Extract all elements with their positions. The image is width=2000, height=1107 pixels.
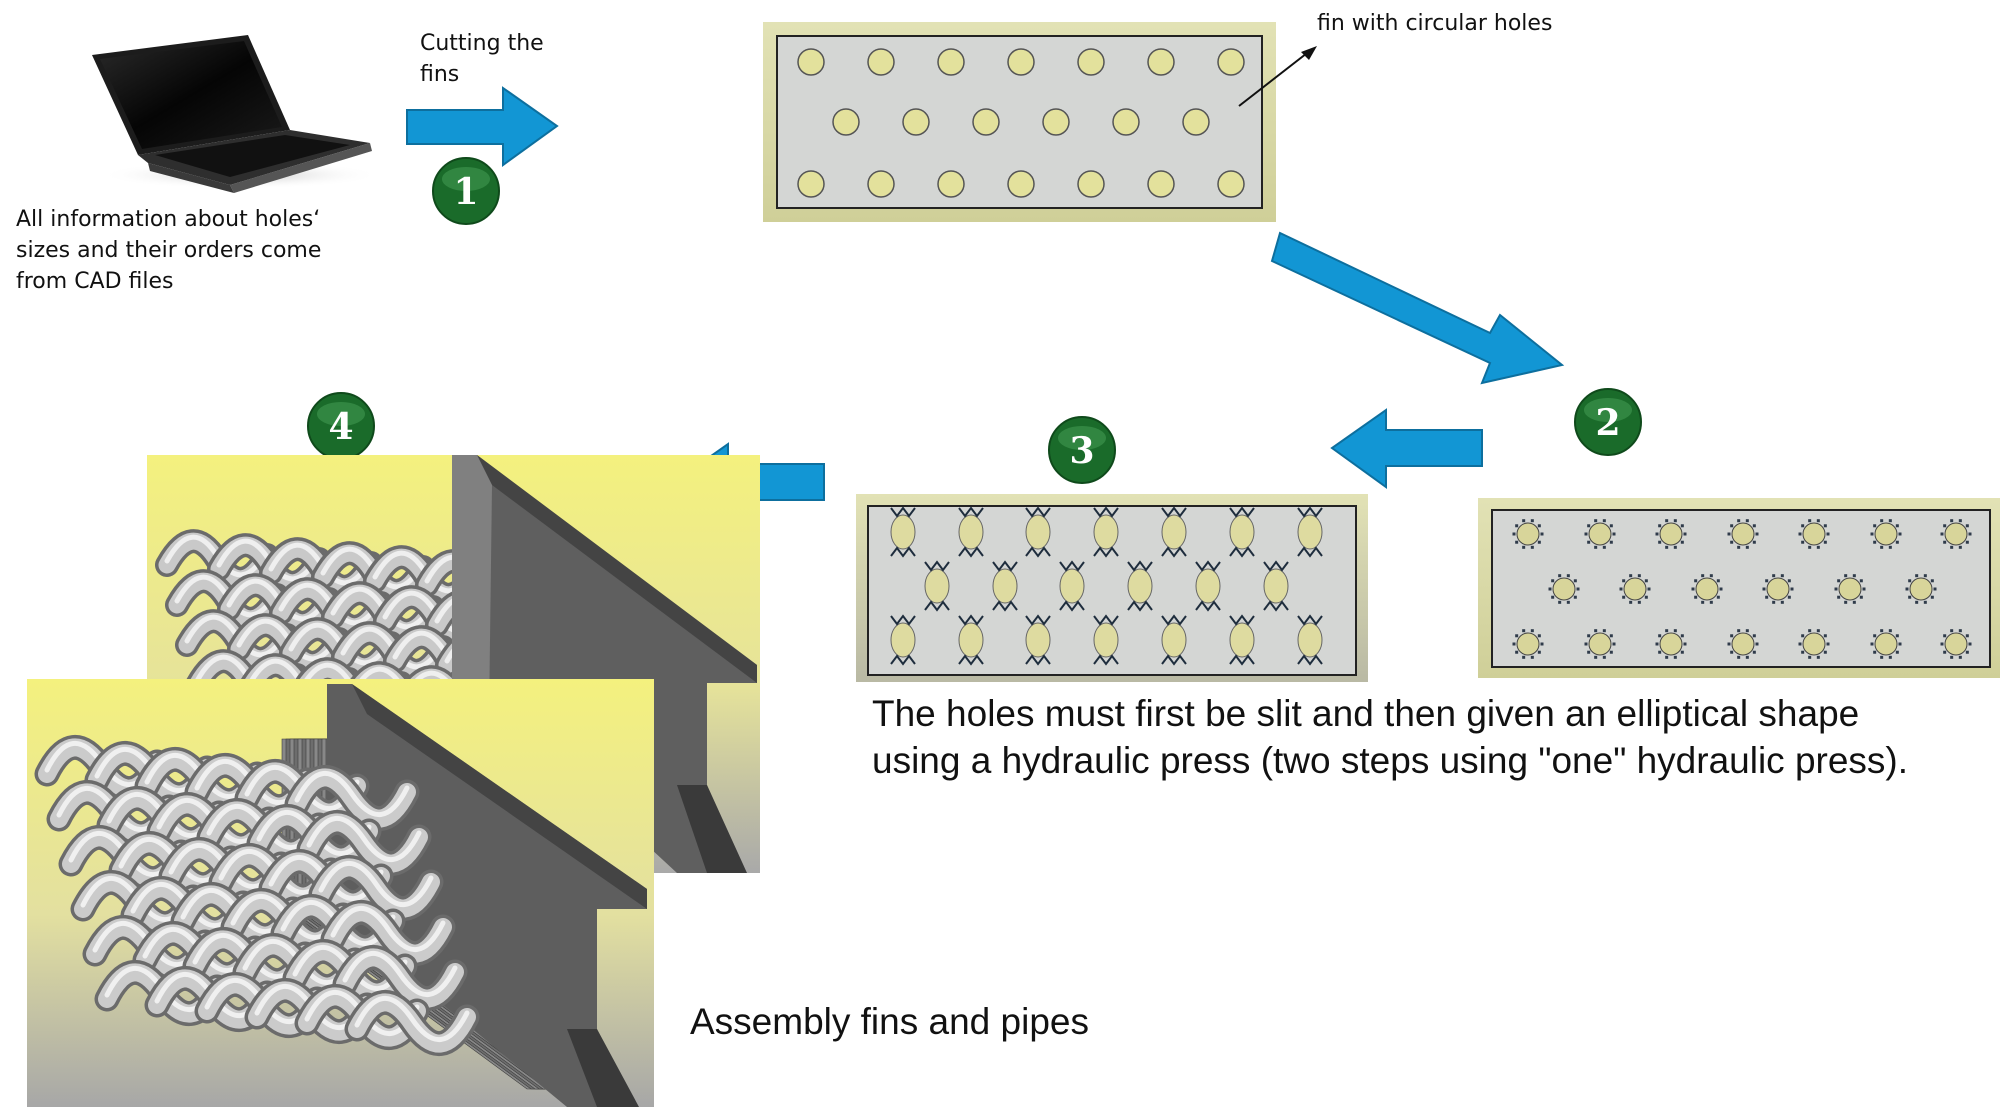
- elliptical-hole: [924, 560, 950, 612]
- elliptical-hole: [1059, 560, 1085, 612]
- hole: [937, 170, 965, 198]
- elliptical-hole: [890, 614, 916, 666]
- hole: [1007, 170, 1035, 198]
- press-caption-line: The holes must first be slit and then gi…: [872, 693, 1860, 734]
- arrow-right-icon: [406, 86, 559, 167]
- badge-number: 2: [1595, 402, 1620, 444]
- pointer-arrow-icon: [1238, 46, 1317, 107]
- assembly-caption: Assembly fins and pipes: [690, 1001, 1089, 1042]
- elliptical-hole: [1229, 506, 1255, 558]
- elliptical-hole: [1127, 560, 1153, 612]
- hole: [1217, 170, 1245, 198]
- press-caption: The holes must first be slit and then gi…: [872, 690, 1908, 784]
- elliptical-hole: [1297, 506, 1323, 558]
- elliptical-hole: [1093, 614, 1119, 666]
- step-badge-2: 2: [1574, 388, 1642, 456]
- slit-hole: [1655, 519, 1687, 549]
- slit-hole: [1584, 629, 1616, 659]
- slit-hole: [1727, 519, 1759, 549]
- hole: [797, 48, 825, 76]
- slit-hole: [1798, 629, 1830, 659]
- laptop-caption-line: from CAD files: [16, 269, 174, 294]
- assembly-render-fin-stack: [27, 679, 654, 1107]
- laptop-caption-line: sizes and their orders come: [16, 238, 322, 263]
- step-badge-3: 3: [1048, 416, 1116, 484]
- badge-number: 4: [328, 406, 353, 448]
- slit-hole: [1512, 519, 1544, 549]
- slit-hole: [1940, 519, 1972, 549]
- laptop-caption-line: All information about holes‘: [16, 207, 321, 232]
- hole: [832, 108, 860, 136]
- fin-label: fin with circular holes: [1317, 11, 1553, 36]
- hole: [867, 170, 895, 198]
- elliptical-hole: [1093, 506, 1119, 558]
- elliptical-hole: [1263, 560, 1289, 612]
- cutting-label-line: fins: [420, 62, 460, 87]
- hole: [1182, 108, 1210, 136]
- step-badge-4: 4: [307, 392, 375, 460]
- hole: [1147, 170, 1175, 198]
- elliptical-hole: [890, 506, 916, 558]
- slit-hole: [1905, 574, 1937, 604]
- hole: [1077, 48, 1105, 76]
- step-badge-1: 1: [432, 157, 500, 225]
- elliptical-hole: [1161, 614, 1187, 666]
- slit-hole: [1834, 574, 1866, 604]
- hole: [1217, 48, 1245, 76]
- hole: [1112, 108, 1140, 136]
- hole: [1042, 108, 1070, 136]
- elliptical-hole: [1297, 614, 1323, 666]
- slit-hole: [1762, 574, 1794, 604]
- fin-circular-holes: [763, 22, 1276, 222]
- slit-hole: [1655, 629, 1687, 659]
- slit-hole: [1512, 629, 1544, 659]
- elliptical-hole: [1025, 506, 1051, 558]
- hole: [1147, 48, 1175, 76]
- slit-hole: [1548, 574, 1580, 604]
- hole: [1007, 48, 1035, 76]
- arrow-left-icon: [1330, 408, 1483, 489]
- fin-slit-holes: [1478, 498, 2000, 678]
- elliptical-hole: [958, 506, 984, 558]
- badge-number: 3: [1069, 430, 1094, 472]
- elliptical-hole: [958, 614, 984, 666]
- slit-hole: [1619, 574, 1651, 604]
- cutting-label-line: Cutting the: [420, 31, 544, 56]
- cutting-label: Cutting the fins: [420, 28, 544, 90]
- elliptical-hole: [1195, 560, 1221, 612]
- slit-hole: [1584, 519, 1616, 549]
- slit-hole: [1727, 629, 1759, 659]
- hole: [972, 108, 1000, 136]
- elliptical-hole: [1229, 614, 1255, 666]
- hole: [797, 170, 825, 198]
- laptop-caption: All information about holes‘ sizes and t…: [16, 204, 321, 297]
- hole: [937, 48, 965, 76]
- elliptical-hole: [1025, 614, 1051, 666]
- laptop-icon: [92, 35, 380, 193]
- slit-hole: [1691, 574, 1723, 604]
- slit-hole: [1870, 629, 1902, 659]
- slit-hole: [1798, 519, 1830, 549]
- slit-hole: [1940, 629, 1972, 659]
- elliptical-hole: [992, 560, 1018, 612]
- press-caption-line: using a hydraulic press (two steps using…: [872, 740, 1909, 781]
- slit-hole: [1870, 519, 1902, 549]
- hole: [1077, 170, 1105, 198]
- hole: [867, 48, 895, 76]
- elliptical-hole: [1161, 506, 1187, 558]
- arrow-diagonal-icon: [1270, 231, 1565, 385]
- hole: [902, 108, 930, 136]
- fin-elliptical-holes: [856, 494, 1368, 682]
- badge-number: 1: [453, 171, 478, 213]
